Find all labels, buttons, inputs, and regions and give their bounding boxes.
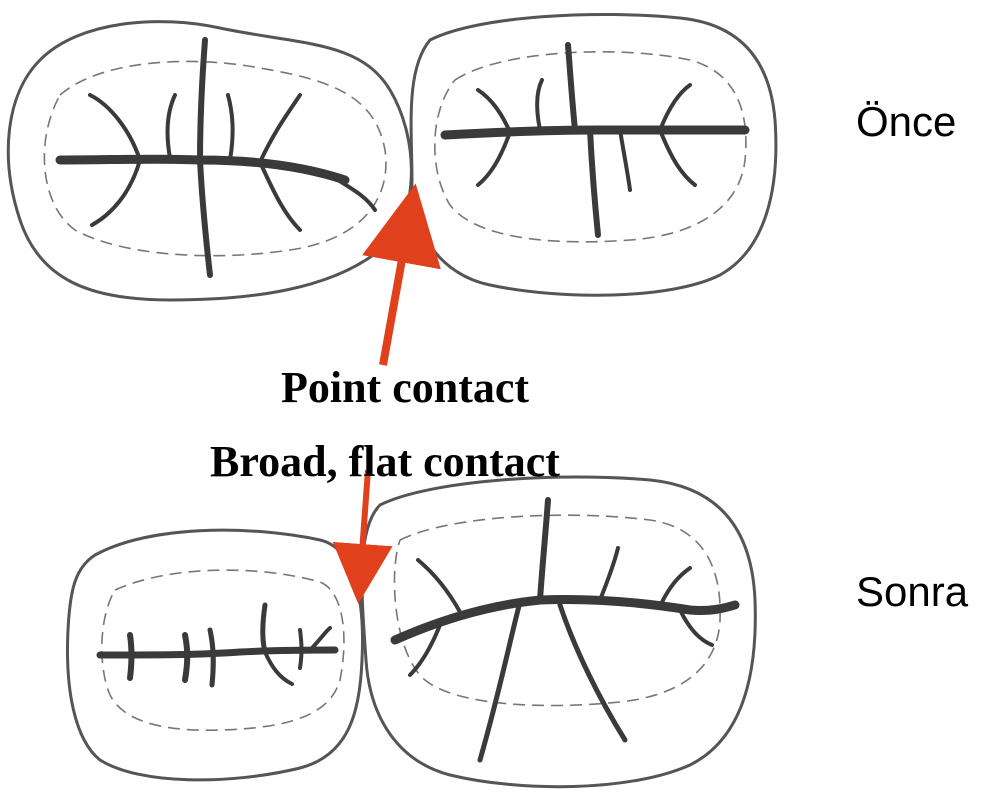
before-label: Önce [856, 98, 956, 145]
bottom-right-tooth-fissures [395, 500, 735, 760]
top-left-tooth [8, 22, 411, 300]
broad-contact-label: Broad, flat contact [210, 437, 560, 486]
top-right-tooth-fissures [445, 45, 745, 235]
after-label: Sonra [856, 568, 969, 615]
bottom-right-tooth [362, 477, 755, 787]
broad-contact-arrow [360, 470, 368, 580]
point-contact-label: Point contact [281, 363, 529, 412]
top-right-tooth [411, 14, 776, 295]
point-contact-arrow [383, 215, 410, 365]
bottom-left-tooth-fissures [100, 605, 335, 685]
bottom-left-tooth [67, 530, 362, 780]
